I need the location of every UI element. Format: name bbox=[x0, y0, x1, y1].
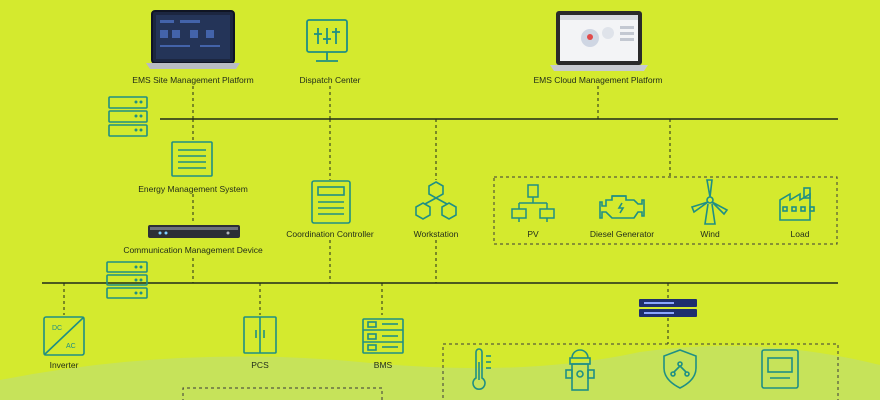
pv-icon bbox=[511, 184, 555, 222]
communication-device-label: Communication Management Device bbox=[123, 245, 263, 255]
bms-label: BMS bbox=[373, 360, 393, 370]
diesel-generator-icon bbox=[599, 195, 645, 219]
gateway-device-icon bbox=[639, 299, 697, 317]
pcs-dashed-box bbox=[182, 387, 383, 400]
inverter-dc-icon-text: DC bbox=[52, 325, 62, 332]
wind-label: Wind bbox=[700, 229, 720, 239]
lower-server-icon bbox=[106, 261, 148, 299]
site-platform-laptop-icon bbox=[146, 10, 240, 69]
pcs-icon bbox=[243, 316, 277, 354]
coordination-controller-label: Coordination Controller bbox=[286, 229, 374, 239]
workstation-label: Workstation bbox=[413, 229, 459, 239]
inverter-ac-icon-text: AC bbox=[66, 343, 76, 350]
energy-management-system-label: Energy Management System bbox=[138, 184, 248, 194]
shield-icon bbox=[663, 349, 697, 389]
pv-label: PV bbox=[527, 229, 539, 239]
workstation-icon bbox=[415, 181, 457, 220]
coordination-controller-icon bbox=[311, 180, 351, 224]
ems-site-platform-label: EMS Site Management Platform bbox=[132, 75, 254, 85]
inverter-label: Inverter bbox=[49, 360, 79, 370]
load-icon bbox=[779, 187, 815, 221]
ems-cloud-platform-label: EMS Cloud Management Platform bbox=[533, 75, 663, 85]
bms-icon bbox=[362, 318, 404, 354]
dashed-connectors bbox=[63, 86, 671, 344]
communication-device-icon bbox=[148, 225, 240, 238]
load-label: Load bbox=[790, 229, 810, 239]
pcs-label: PCS bbox=[251, 360, 269, 370]
thermometer-icon bbox=[472, 348, 491, 390]
meter-icon bbox=[761, 349, 799, 389]
dispatch-center-label: Dispatch Center bbox=[299, 75, 361, 85]
energy-management-system-icon bbox=[171, 141, 213, 177]
dispatch-center-icon bbox=[306, 19, 348, 62]
diesel-generator-label: Diesel Generator bbox=[589, 229, 655, 239]
fire-hydrant-icon bbox=[565, 349, 595, 391]
background-hill bbox=[0, 345, 880, 400]
cloud-platform-laptop-icon bbox=[550, 11, 648, 71]
sensors-dashed-box bbox=[442, 343, 839, 400]
resources-dashed-box bbox=[493, 176, 838, 245]
inverter-icon bbox=[43, 316, 85, 356]
upper-server-icon bbox=[108, 96, 148, 137]
wind-icon bbox=[690, 179, 729, 225]
